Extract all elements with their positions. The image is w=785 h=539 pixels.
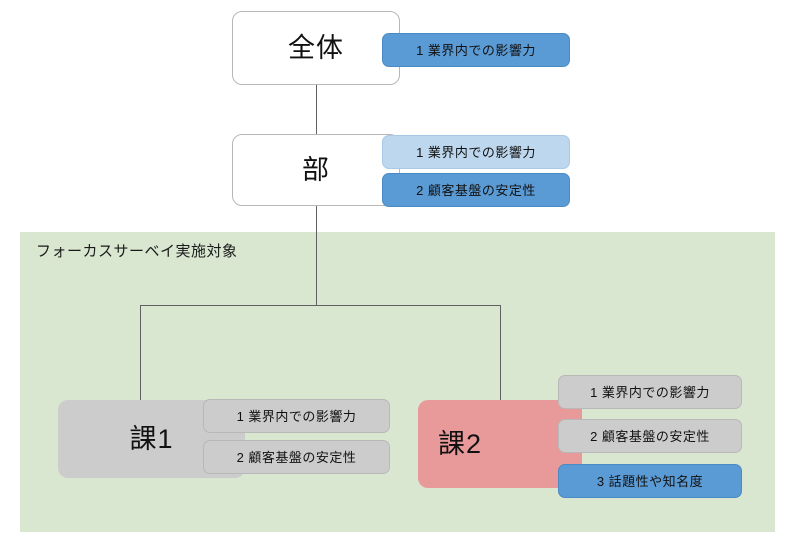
connector-bus-to-section-2 [500,305,501,401]
badge-division-rank-2[interactable]: 2 顧客基盤の安定性 [382,173,570,207]
org-node-section-2-label: 課2 [437,428,483,459]
org-node-root[interactable]: 全体 [232,11,400,85]
badge-section-2-rank-3[interactable]: 3 話題性や知名度 [558,464,742,498]
connector-root-to-division [316,85,317,134]
focus-survey-scope-label: フォーカスサーベイ実施対象 [36,243,238,260]
org-node-section-2[interactable]: 課2 [418,400,582,488]
org-node-division-label: 部 [302,154,330,185]
badge-root-rank-1[interactable]: 1 業界内での影響力 [382,33,570,67]
badge-division-rank-1-text: 1 業界内での影響力 [416,144,536,160]
badge-section-2-rank-2[interactable]: 2 顧客基盤の安定性 [558,419,742,453]
badge-section-1-rank-1-text: 1 業界内での影響力 [236,408,357,424]
badge-division-rank-1[interactable]: 1 業界内での影響力 [382,135,570,169]
connector-division-stem [316,206,317,305]
connector-bus-to-section-1 [140,305,141,401]
org-node-root-label: 全体 [288,32,344,63]
badge-section-2-rank-1[interactable]: 1 業界内での影響力 [558,375,742,409]
badge-root-rank-1-text: 1 業界内での影響力 [416,42,536,58]
connector-sections-bus [140,305,501,306]
badge-section-2-rank-3-text: 3 話題性や知名度 [596,473,704,489]
badge-section-1-rank-2-text: 2 顧客基盤の安定性 [236,449,357,465]
badge-division-rank-2-text: 2 顧客基盤の安定性 [416,182,536,198]
org-node-section-1-label: 課1 [129,423,174,454]
badge-section-2-rank-2-text: 2 顧客基盤の安定性 [590,428,710,444]
org-node-division[interactable]: 部 [232,134,400,206]
badge-section-1-rank-2[interactable]: 2 顧客基盤の安定性 [203,440,390,474]
badge-section-2-rank-1-text: 1 業界内での影響力 [590,384,710,400]
badge-section-1-rank-1[interactable]: 1 業界内での影響力 [203,399,390,433]
